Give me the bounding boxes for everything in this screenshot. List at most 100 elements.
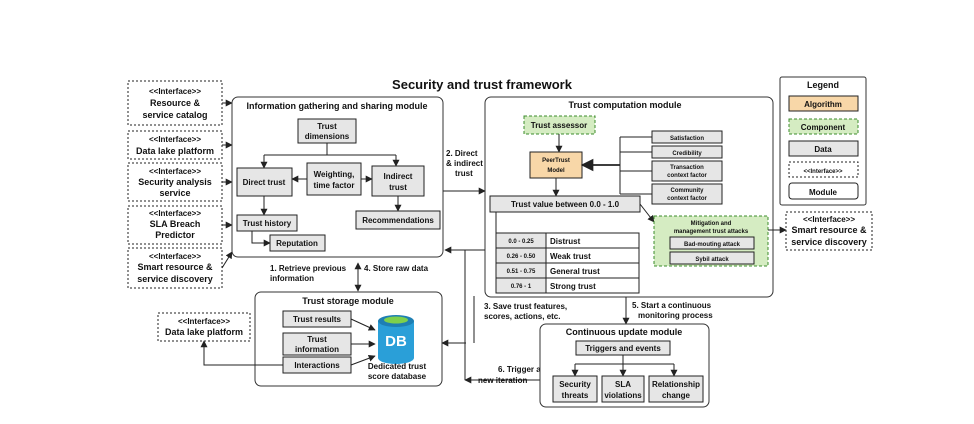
diagram-label: Module <box>809 188 838 197</box>
diagram-label: change <box>662 391 691 400</box>
trust-history-box <box>236 214 298 232</box>
diagram-label: PeerTrust <box>542 158 570 164</box>
diagram-label: 3. Save trust features, <box>484 302 567 311</box>
interface-sla-breach-predictor: <<Interface>> SLA Breach Predictor <box>127 205 223 245</box>
trust-computation-module: Trust computation module Trust assessor … <box>484 96 774 298</box>
diagram-label: Trust <box>317 122 337 131</box>
reputation-box <box>269 234 326 252</box>
diagram-label: Sybil attack <box>695 257 729 263</box>
diagram-label: service discovery <box>791 237 867 247</box>
interface-data-lake-platform-bottom: <<Interface>> Data lake platform <box>157 312 251 342</box>
diagram-label: Trust results <box>293 315 342 324</box>
diagram-title: Security and trust framework <box>392 77 573 92</box>
diagram-label: trust <box>455 169 473 178</box>
diagram-label: time factor <box>314 181 355 190</box>
diagram-label: Data <box>814 145 832 154</box>
database-icon: DB <box>378 315 414 364</box>
diagram-label: Strong trust <box>550 282 596 291</box>
trust-levels-table: 0.0 - 0.25 Distrust 0.26 - 0.50 Weak tru… <box>495 232 640 294</box>
diagram-label: context factor <box>667 173 707 179</box>
diagram-label: Satisfaction <box>670 136 704 142</box>
diagram-label: management trust attacks <box>674 229 749 235</box>
diagram-label: Dedicated trust <box>368 362 427 371</box>
diagram-label: 2. Direct <box>446 149 478 158</box>
diagram-label: information <box>270 274 314 283</box>
interface-security-analysis-service: <<Interface>> Security analysis service <box>127 162 223 202</box>
interface-data-lake-platform: <<Interface>> Data lake platform <box>127 130 223 160</box>
diagram-label: Indirect <box>384 172 413 181</box>
diagram-label: 4. Store raw data <box>364 264 429 273</box>
diagram-label: Smart resource & <box>791 225 867 235</box>
diagram-label: & indirect <box>446 159 483 168</box>
trust-assessor-component <box>523 115 596 135</box>
diagram-label: threats <box>562 391 589 400</box>
diagram-label: Bad-mouting attack <box>684 242 741 248</box>
diagram-label: Trust assessor <box>531 121 587 130</box>
interface-smart-resource-discovery-right: <<Interface>> Smart resource & service d… <box>785 211 873 251</box>
diagram-label: Trust computation module <box>568 100 681 110</box>
diagram-label: Security analysis <box>138 177 212 187</box>
interface-arrows <box>221 99 233 269</box>
diagram-label: Reputation <box>276 239 318 248</box>
diagram-label: Community <box>671 188 705 194</box>
diagram-label: Data lake platform <box>165 327 243 337</box>
bad-mouthing-attack-box <box>669 236 755 250</box>
diagram-label: Triggers and events <box>585 344 661 353</box>
diagram-label: DB <box>385 333 407 350</box>
diagram-label: Legend <box>807 80 839 90</box>
diagram-label: Weak trust <box>550 252 591 261</box>
peertrust-model-algorithm <box>529 151 583 179</box>
diagram-label: Weighting, <box>314 170 355 179</box>
diagram-label: service catalog <box>142 110 207 120</box>
diagram-label: Trust history <box>243 219 292 228</box>
diagram-label: new iteration <box>478 376 527 385</box>
diagram-label: score database <box>368 372 427 381</box>
diagram-label: Mitigation and <box>691 221 732 227</box>
diagram-label: Trust storage module <box>302 296 394 306</box>
sla-violations-box <box>601 375 645 403</box>
diagram-label: Smart resource & <box>137 262 213 272</box>
diagram-label: service discovery <box>137 274 213 284</box>
legend: Legend Algorithm Component Data <<Interf… <box>779 76 867 206</box>
information-gathering-module: Information gathering and sharing module… <box>231 96 444 258</box>
diagram-label: information <box>295 345 339 354</box>
diagram-label: scores, actions, etc. <box>484 312 560 321</box>
indirect-trust-box <box>371 165 425 197</box>
diagram-label: Direct trust <box>243 178 286 187</box>
diagram-label: Continuous update module <box>566 327 683 337</box>
diagram-label: Transaction <box>670 165 704 171</box>
diagram-label: 0.0 - 0.25 <box>508 239 534 245</box>
diagram-label: Credibility <box>672 151 702 157</box>
diagram-label: monitoring process <box>638 311 713 320</box>
trust-storage-module: Trust storage module Trust results Trust… <box>254 291 443 387</box>
diagram-label: <<Interface>> <box>149 135 201 144</box>
sybil-attack-box <box>669 251 755 265</box>
diagram-label: dimensions <box>305 132 350 141</box>
module-title: Information gathering and sharing module <box>246 101 427 111</box>
diagram-label: Trust <box>307 335 327 344</box>
interface-resource-service-catalog: <<Interface>> Resource & service catalog <box>127 80 223 126</box>
diagram-label: Component <box>801 123 846 132</box>
diagram-label: context factor <box>667 196 707 202</box>
diagram-label: <<Interface>> <box>149 252 201 261</box>
interface-smart-resource-discovery-left: <<Interface>> Smart resource & service d… <box>127 247 223 289</box>
diagram-label: Relationship <box>652 380 700 389</box>
weighting-box <box>306 162 362 196</box>
diagram-label: Resource & <box>150 98 201 108</box>
diagram-label: Interactions <box>294 361 340 370</box>
diagram-label: <<Interface>> <box>178 317 230 326</box>
diagram-label: <<Interface>> <box>803 215 855 224</box>
diagram-label: <<Interface>> <box>803 169 843 175</box>
diagram-label: 5. Start a continuous <box>632 301 712 310</box>
diagram-label: Data lake platform <box>136 146 214 156</box>
diagram-label: 1. Retrieve previous <box>270 264 347 273</box>
diagram-label: General trust <box>550 267 600 276</box>
diagram-label: <<Interface>> <box>149 87 201 96</box>
diagram-label: <<Interface>> <box>149 209 201 218</box>
diagram-label: service <box>159 188 190 198</box>
diagram-label: SLA Breach <box>150 219 201 229</box>
diagram-label: trust <box>389 183 407 192</box>
diagram-label: Predictor <box>155 230 195 240</box>
security-threats-box <box>552 375 598 403</box>
